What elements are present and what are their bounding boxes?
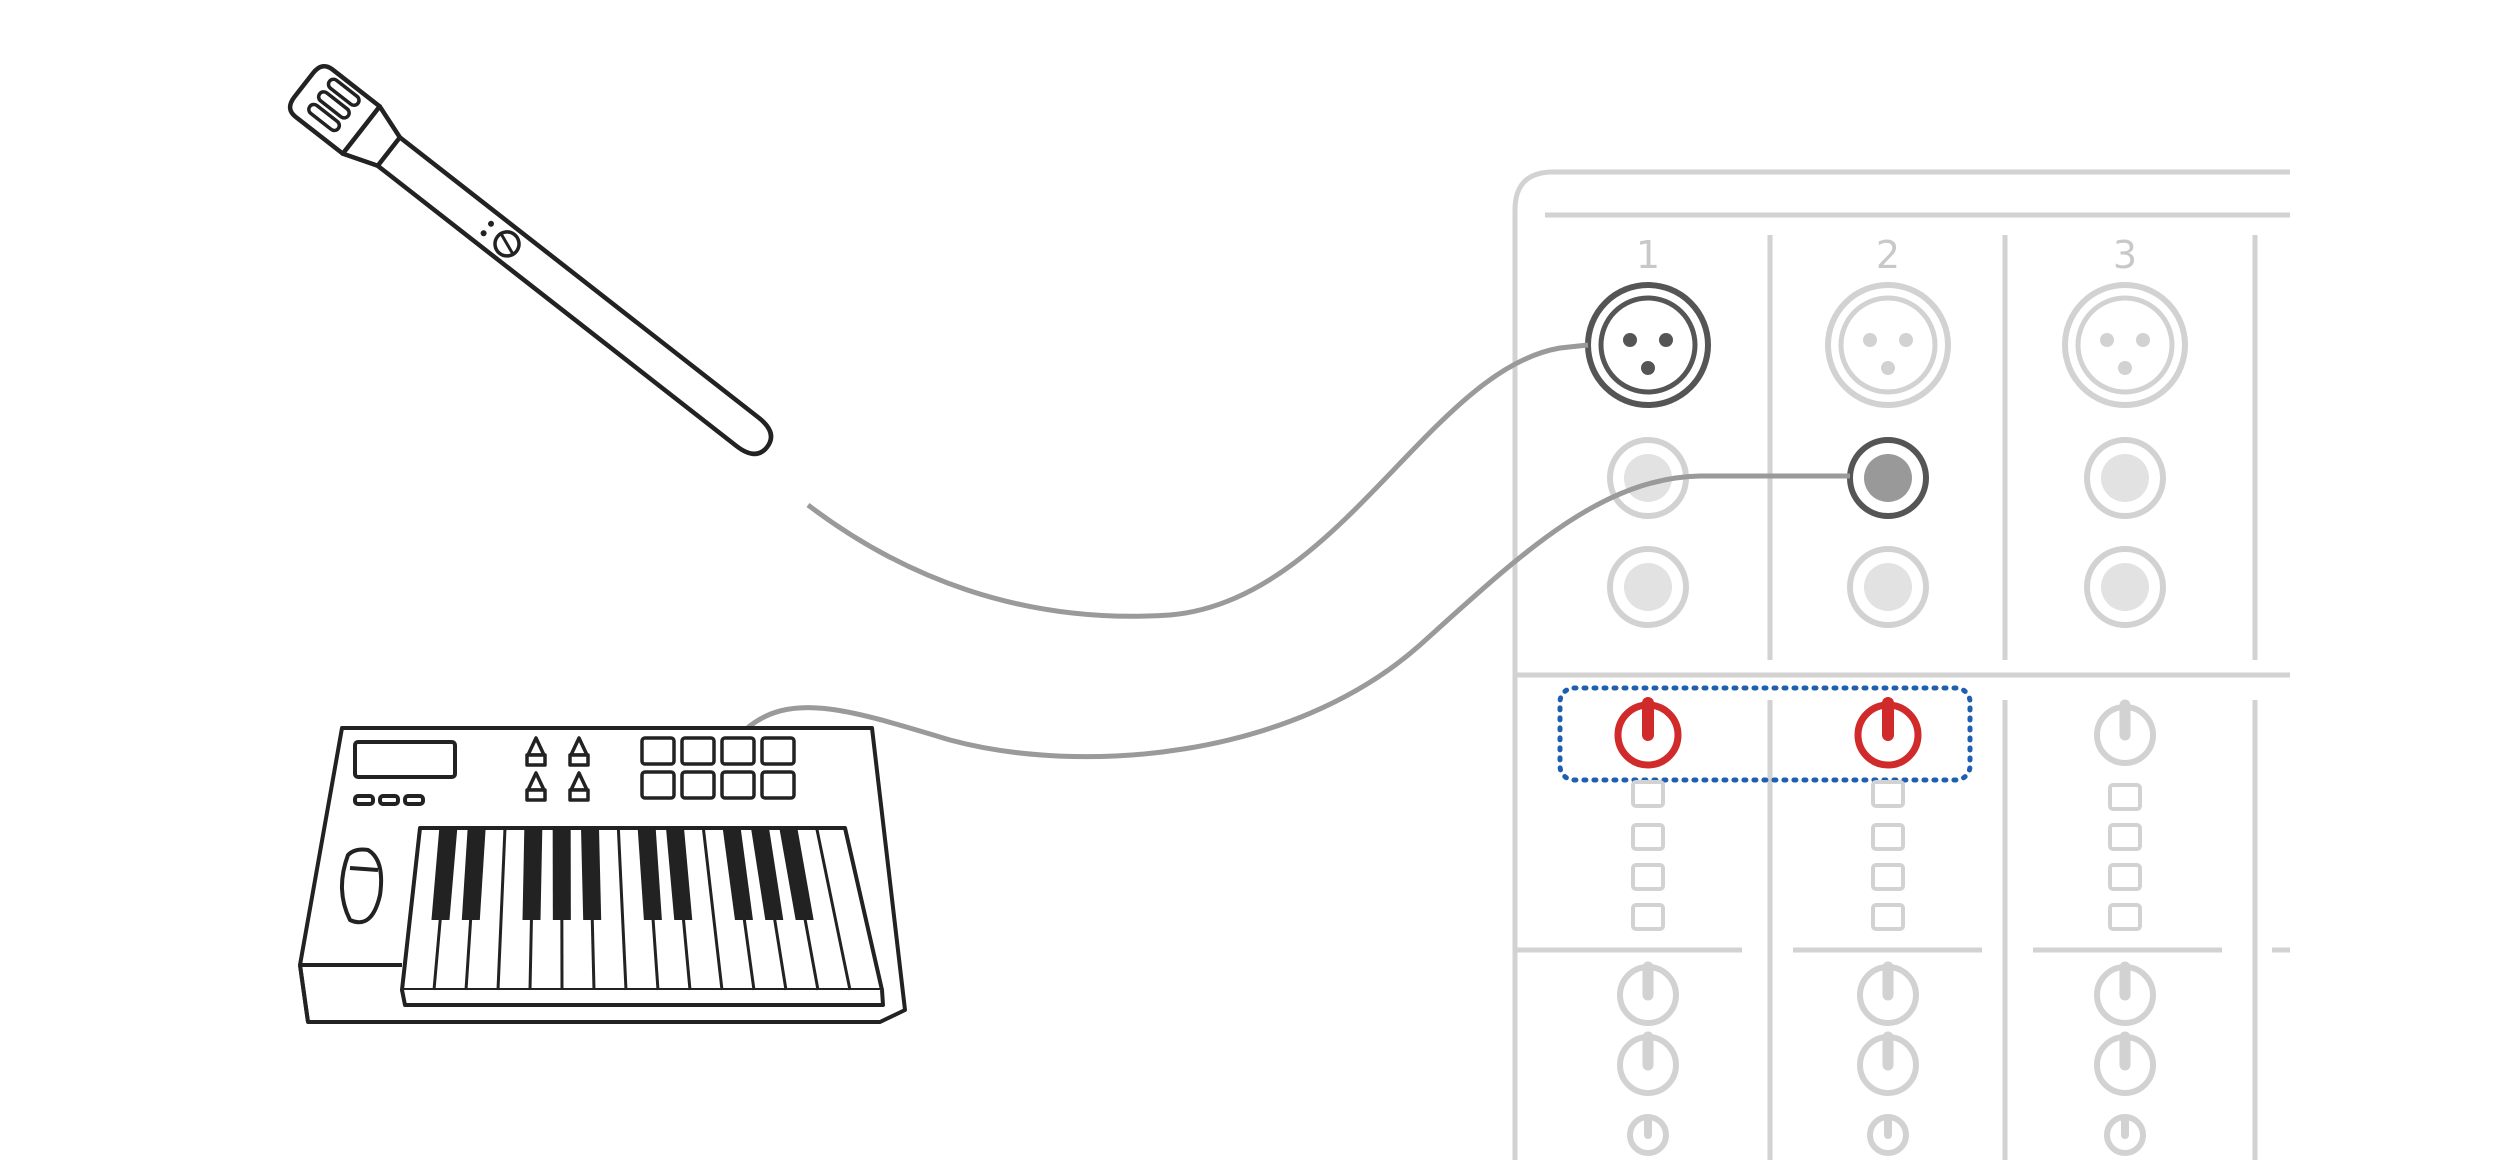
highlight-box <box>1557 685 1973 783</box>
gain-knob-3[interactable] <box>2094 699 2156 766</box>
black-key <box>461 828 486 920</box>
eq-knob[interactable] <box>1627 1114 1669 1156</box>
black-key <box>552 828 571 920</box>
mixer-frame <box>1512 169 2290 1160</box>
channel-number-3: 3 <box>2113 233 2137 277</box>
jack-lower-1[interactable] <box>1607 546 1689 628</box>
black-key <box>522 828 543 920</box>
midi-keyboard-icon <box>298 726 907 1024</box>
black-key <box>751 828 784 920</box>
eq-knob[interactable] <box>1617 1031 1679 1096</box>
keyboard-keys <box>431 827 852 991</box>
black-key <box>581 828 602 920</box>
black-key <box>779 828 814 920</box>
eq-knob[interactable] <box>2094 961 2156 1026</box>
xlr-input-1[interactable] <box>1585 282 1711 408</box>
black-key <box>722 828 753 920</box>
white-key-edge <box>701 827 724 991</box>
channel-number-1: 1 <box>1636 233 1660 277</box>
mixer-panel <box>1512 169 2290 1160</box>
jack-input-2[interactable] <box>1847 437 1929 519</box>
gain-knob-1[interactable] <box>1614 697 1682 769</box>
level-meter-3 <box>2108 783 2142 931</box>
eq-knob[interactable] <box>1617 961 1679 1026</box>
white-key-edge <box>616 827 628 991</box>
xlr-input-3[interactable] <box>2062 282 2188 408</box>
microphone-icon <box>287 63 774 457</box>
jack-input-3[interactable] <box>2084 437 2166 519</box>
eq-knob[interactable] <box>1857 1031 1919 1096</box>
xlr-input-2[interactable] <box>1825 282 1951 408</box>
keyboard-cable <box>743 473 1850 760</box>
level-meter-1 <box>1631 780 1665 931</box>
eq-knob[interactable] <box>1867 1114 1909 1156</box>
gain-knob-2[interactable] <box>1854 697 1922 769</box>
white-key-edge <box>496 827 507 991</box>
jack-lower-2[interactable] <box>1847 546 1929 628</box>
eq-knob[interactable] <box>2094 1031 2156 1096</box>
eq-knob[interactable] <box>2104 1114 2146 1156</box>
mic-cable <box>806 342 1589 619</box>
black-key <box>637 828 662 920</box>
black-key <box>666 828 693 920</box>
jack-lower-3[interactable] <box>2084 546 2166 628</box>
channel-number-2: 2 <box>1876 233 1900 277</box>
lower-knobs <box>1617 961 2156 1156</box>
black-key <box>431 828 458 920</box>
white-key-edge <box>815 827 852 991</box>
eq-knob[interactable] <box>1857 961 1919 1026</box>
level-meter-2 <box>1871 780 1905 931</box>
